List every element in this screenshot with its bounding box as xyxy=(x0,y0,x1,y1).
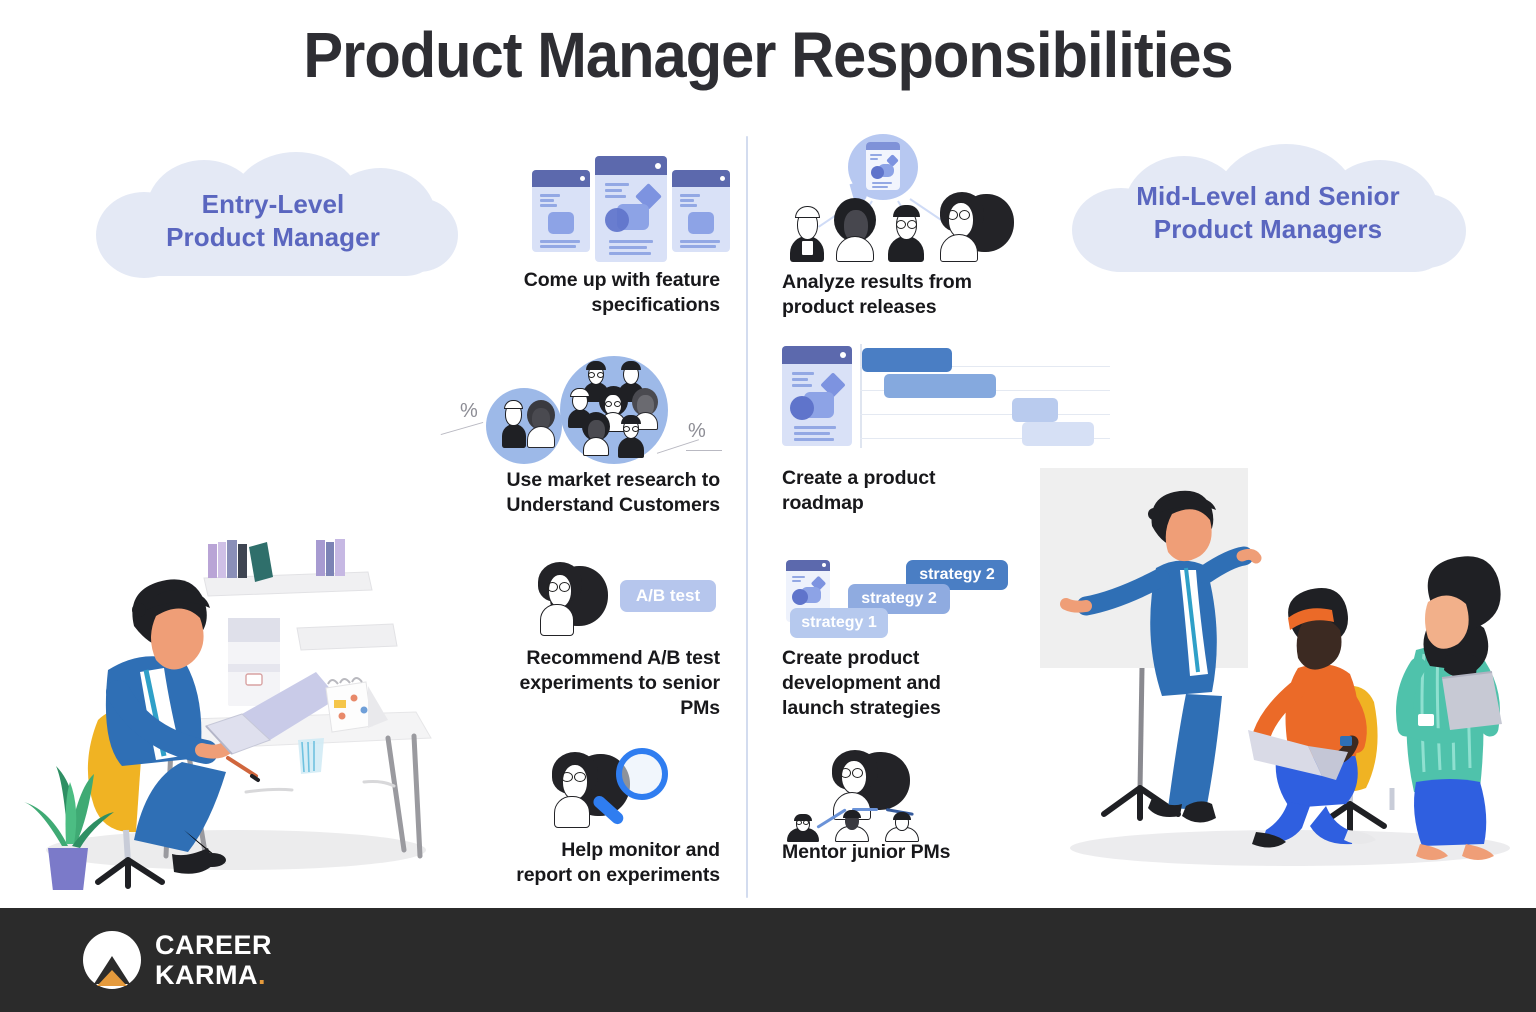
caption-line: development and xyxy=(782,671,941,694)
entry-level-banner-line1: Entry-Level xyxy=(201,189,345,219)
career-karma-logo-icon xyxy=(82,930,142,990)
team-meeting-whiteboard-illustration xyxy=(1040,450,1536,890)
caption-line: Recommend A/B test xyxy=(526,647,720,669)
mid-senior-banner-line1: Mid-Level and Senior xyxy=(1136,181,1400,211)
item-monitor-experiments: Help monitor and report on experiments xyxy=(440,742,720,888)
percent-label-right: % xyxy=(688,420,706,442)
item-product-roadmap: Create a product roadmap xyxy=(782,342,1112,516)
item-ab-test-recommendations: A/B test Recommend A/B test experiments … xyxy=(440,556,720,721)
item-market-research: % xyxy=(440,352,722,518)
caption-line: launch strategies xyxy=(782,696,941,719)
mentor-network-icon xyxy=(782,748,1072,842)
item-mentor-junior-pms: Mentor junior PMs xyxy=(782,748,1072,865)
entry-level-banner-line2: Product Manager xyxy=(166,221,380,252)
caption-line: Analyze results from xyxy=(782,271,972,293)
entry-level-banner: Entry-Level Product Manager xyxy=(88,152,458,278)
caption-line: Create product xyxy=(782,647,920,669)
mid-senior-banner-line2: Product Managers xyxy=(1153,213,1383,244)
caption-line: Use market research to xyxy=(506,469,721,491)
strategy-badge-bottom: strategy 1 xyxy=(790,608,888,638)
caption-line: experiments to senior xyxy=(519,671,720,694)
magnifying-glass-person-icon xyxy=(440,742,720,838)
caption-line: roadmap xyxy=(782,491,864,514)
brand-line2: KARMA xyxy=(155,960,258,990)
person-with-badge-icon: A/B test xyxy=(440,556,720,644)
strategy-stack-icon: strategy 2 strategy 2 strategy 1 xyxy=(782,556,1072,638)
ab-test-badge: A/B test xyxy=(620,580,716,612)
gantt-bar-2 xyxy=(884,374,996,398)
brand-dot: . xyxy=(258,960,267,990)
woman-at-desk-with-laptop-illustration xyxy=(16,420,446,900)
career-karma-wordmark: CAREER KARMA. xyxy=(155,930,272,990)
item-launch-strategies: strategy 2 strategy 2 strategy 1 Create … xyxy=(782,556,1072,721)
item-analyze-results: Analyze results from product releases xyxy=(782,134,1072,320)
mid-senior-banner: Mid-Level and Senior Product Managers xyxy=(1068,144,1468,272)
column-divider xyxy=(746,136,748,898)
caption-line: Come up with feature xyxy=(523,269,720,291)
caption-line: product releases xyxy=(782,295,937,318)
item-feature-specifications: Come up with feature specifications xyxy=(440,148,730,318)
caption-line: PMs xyxy=(680,696,720,719)
caption-line: report on experiments xyxy=(516,863,720,886)
caption-line: Understand Customers xyxy=(506,493,720,516)
gantt-bar-4 xyxy=(1022,422,1094,446)
caption-line: specifications xyxy=(591,293,720,316)
audience-circles-icon: % xyxy=(440,352,722,464)
percent-label-left: % xyxy=(460,400,478,422)
strategy-badge-middle: strategy 2 xyxy=(848,584,950,614)
gantt-bar-1 xyxy=(862,348,952,372)
caption-line: Help monitor and xyxy=(561,839,720,861)
wireframe-cards-icon xyxy=(440,148,730,268)
brand-line1: CAREER xyxy=(155,930,273,960)
team-with-screen-icon xyxy=(782,134,1072,270)
gantt-bar-3 xyxy=(1012,398,1058,422)
caption-line: Mentor junior PMs xyxy=(782,841,951,863)
gantt-chart-icon xyxy=(782,342,1112,460)
caption-line: Create a product xyxy=(782,467,936,489)
footer-bar: CAREER KARMA. xyxy=(0,908,1536,1012)
page-title: Product Manager Responsibilities xyxy=(303,19,1233,91)
